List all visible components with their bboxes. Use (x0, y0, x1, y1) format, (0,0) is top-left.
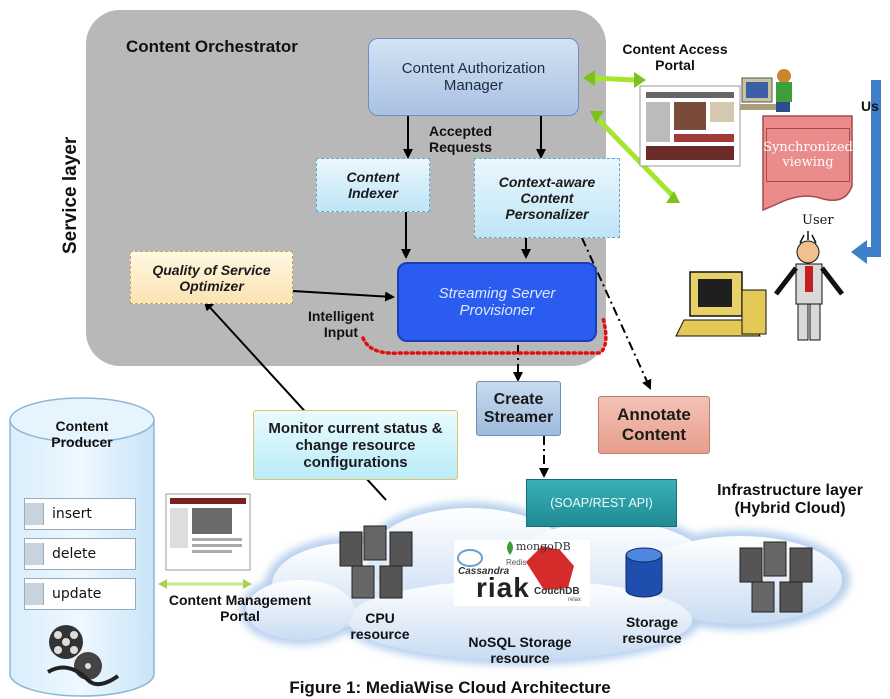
figure-caption: Figure 1: MediaWise Cloud Architecture (289, 678, 611, 697)
user-label: User (802, 213, 834, 228)
mongodb-logo-text: mongoDB (516, 540, 571, 553)
service-layer-label: Service layer (60, 136, 81, 254)
streaming-server-provisioner: Streaming Server Provisioner (397, 262, 597, 342)
delete-button[interactable]: delete (24, 538, 136, 570)
riak-logo-text: riak (476, 572, 530, 603)
update-label: update (52, 586, 102, 602)
cms-portal-screenshot (165, 493, 251, 571)
monitor-status-box: Monitor current status & change resource… (253, 410, 458, 480)
storage-cylinder-icon (625, 547, 663, 598)
content-access-portal-screenshot (639, 85, 741, 167)
user-figure-icon (675, 231, 844, 341)
mongodb-leaf-icon (507, 541, 513, 555)
intelligent-input-curve (361, 316, 608, 355)
cassandra-eye-icon (457, 549, 483, 567)
update-button[interactable]: update (24, 578, 136, 610)
right-edge-arrowhead (851, 240, 867, 264)
delete-checkbox-icon (25, 543, 44, 565)
nosql-storage-label: NoSQL Storage resource (468, 634, 572, 667)
accepted-requests-label: Accepted Requests (429, 123, 493, 156)
annotate-content: Annotate Content (598, 396, 710, 454)
cassandra-logo-text: Cassandra (458, 566, 510, 577)
insert-checkbox-icon (25, 503, 44, 525)
insert-label: insert (52, 506, 92, 522)
right-edge-arrow (864, 80, 881, 257)
redis-logo-text: Redis (506, 558, 527, 567)
orchestrator-title: Content Orchestrator (126, 37, 298, 56)
green-arrows (591, 75, 674, 197)
couchdb-logo-text: CouchDB (534, 586, 580, 597)
couchdb-logo-shape (526, 546, 574, 590)
dashdot-arrows (513, 237, 652, 478)
storage-resource-label: Storage resource (622, 614, 682, 647)
infra-server-icon (739, 541, 813, 613)
film-reel-icon (46, 625, 120, 687)
content-producer-title: Content Producer (51, 418, 113, 451)
couchdb-relax-text: relax (568, 597, 582, 603)
cpu-server-icon (339, 525, 413, 599)
green-arrowheads (583, 70, 680, 203)
person-computer-icon (740, 69, 792, 112)
insert-button[interactable]: insert (24, 498, 136, 530)
cms-portal-link (158, 579, 252, 589)
content-access-portal-label: Content Access Portal (622, 41, 728, 74)
content-management-portal-label: Content Management Portal (168, 592, 312, 625)
content-authorization-manager: Content Authorization Manager (368, 38, 579, 116)
qos-optimizer: Quality of Service Optimizer (130, 251, 293, 304)
soap-rest-api: (SOAP/REST API) (526, 479, 677, 527)
content-personalizer: Context-aware Content Personalizer (474, 158, 620, 238)
synchronized-viewing-note: Synchronized viewing (763, 128, 853, 182)
infrastructure-layer-label: Infrastructure layer (Hybrid Cloud) (717, 482, 863, 518)
create-streamer: Create Streamer (476, 381, 561, 436)
delete-label: delete (52, 546, 97, 562)
cpu-resource-label: CPU resource (350, 610, 410, 643)
intelligent-input-label: Intelligent Input (307, 308, 375, 341)
update-checkbox-icon (25, 583, 44, 605)
content-indexer: Content Indexer (316, 158, 430, 212)
user-label-cut: Us (861, 98, 879, 114)
